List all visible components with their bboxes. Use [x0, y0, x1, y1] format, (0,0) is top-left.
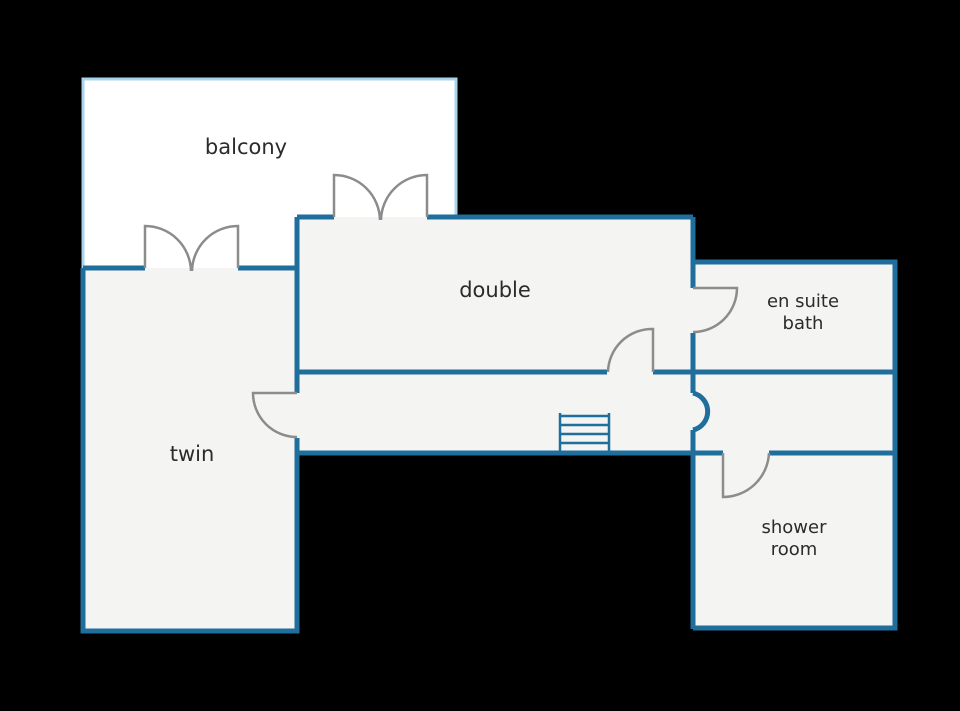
walls — [80, 214, 898, 634]
balcony-edge — [81, 77, 458, 268]
double-floor — [296, 217, 693, 372]
stairs-icon — [558, 413, 611, 451]
hallway-floor — [296, 372, 693, 453]
double-door — [606, 327, 655, 373]
twin-door — [251, 391, 298, 439]
room-label-balcony: balcony — [205, 135, 287, 159]
room-label-double: double — [459, 278, 531, 302]
shower-room-door — [721, 452, 771, 499]
doors — [143, 173, 771, 499]
room-label-shower-line2: room — [771, 539, 818, 560]
room-label-ensuite-line2: bath — [783, 313, 824, 334]
twin-floor — [83, 268, 297, 631]
twin-balcony-door-right — [190, 224, 240, 272]
ensuite-door — [692, 286, 739, 334]
double-balcony-door-left — [332, 173, 382, 221]
room-label-ensuite-line1: en suite — [767, 291, 839, 312]
shower-room-floor — [693, 453, 895, 627]
landing-floor — [693, 372, 895, 453]
room-label-shower-line1: shower — [762, 517, 828, 538]
hallway-niche — [692, 390, 711, 433]
room-label-twin: twin — [170, 442, 215, 466]
double-balcony-door-right — [379, 173, 429, 221]
twin-balcony-door-left — [143, 224, 193, 272]
